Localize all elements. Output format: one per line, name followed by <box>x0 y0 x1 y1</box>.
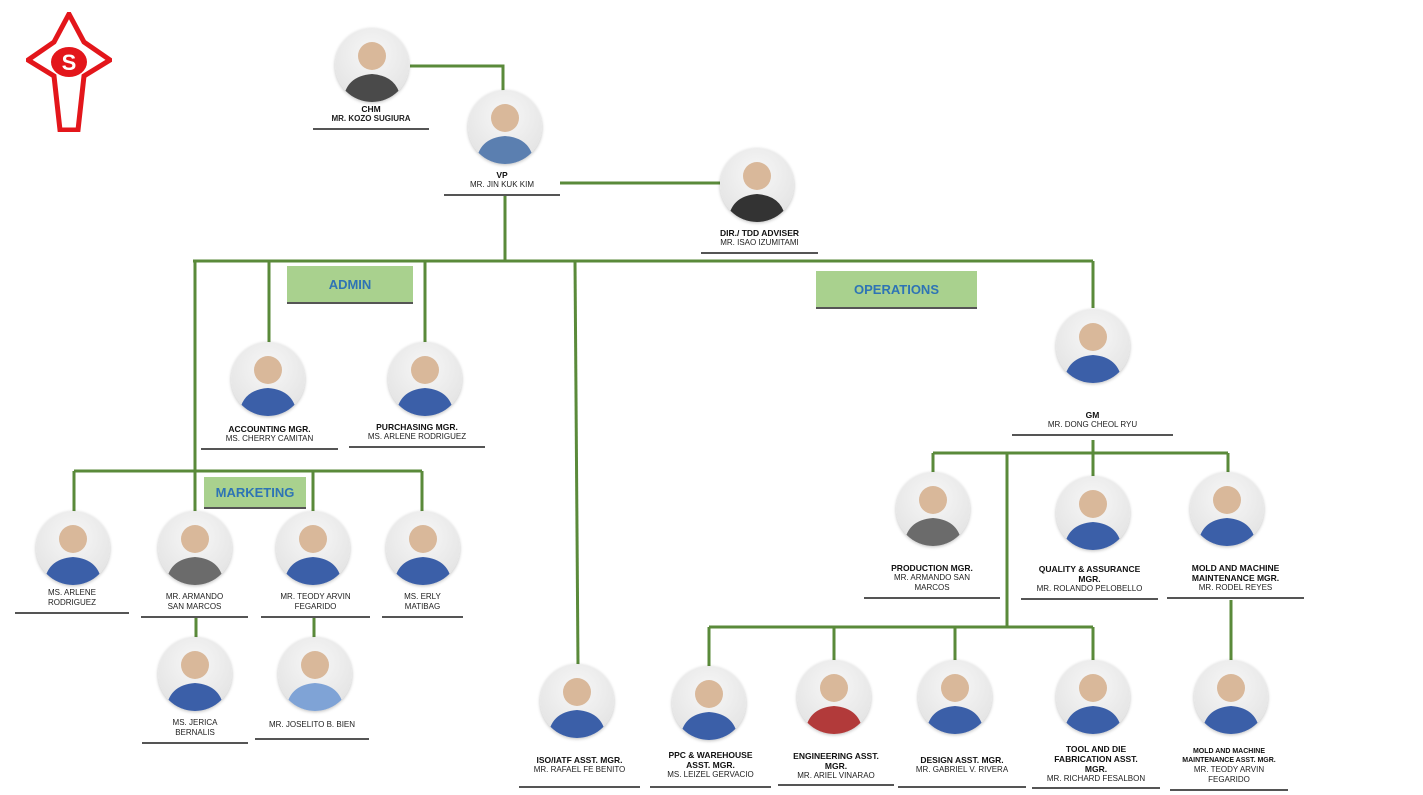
person-name: MR. ARMANDO SAN MARCOS <box>893 573 970 592</box>
purchasing-photo <box>388 342 462 416</box>
gm-caption: GM MR. DONG CHEOL RYU <box>1012 410 1173 436</box>
design-photo <box>918 660 992 734</box>
gm-photo <box>1056 309 1130 383</box>
tooldie-caption: TOOL AND DIE FABRICATION ASST. MGR. MR. … <box>1032 744 1160 789</box>
position-title: ISO/IATF ASST. MGR. <box>536 755 623 765</box>
engineering-photo <box>797 660 871 734</box>
person-name: MR. RODEL REYES <box>1198 583 1273 592</box>
accounting-photo <box>231 342 305 416</box>
mold-photo <box>1190 472 1264 546</box>
chm-caption: CHM MR. KOZO SUGIURA <box>313 104 429 130</box>
mkt6-photo <box>278 637 352 711</box>
iso-photo <box>540 664 614 738</box>
person-name: MR. KOZO SUGIURA <box>331 114 411 123</box>
design-caption: DESIGN ASST. MGR. MR. GABRIEL V. RIVERA <box>898 755 1026 788</box>
person-name: MS. LEIZEL GERVACIO <box>667 770 754 779</box>
moldasst-photo <box>1194 660 1268 734</box>
production-photo <box>896 472 970 546</box>
adviser-photo <box>720 148 794 222</box>
vp-photo <box>468 90 542 164</box>
person-name: MR. TEODY ARVIN FEGARIDO <box>1193 765 1265 784</box>
iso-caption: ISO/IATF ASST. MGR. MR. RAFAEL FE BENITO <box>519 755 640 788</box>
vp-caption: VP MR. JIN KUK KIM <box>444 170 560 196</box>
mkt6-caption: MR. JOSELITO B. BIEN <box>255 720 369 740</box>
position-title: PRODUCTION MGR. <box>891 563 973 573</box>
position-title: ACCOUNTING MGR. <box>228 424 311 434</box>
person-name: MS. ERLY MATIBAG <box>404 592 441 611</box>
position-title: MOLD AND MACHINE MAINTENANCE MGR. <box>1191 563 1280 583</box>
mkt4-caption: MS. ERLY MATIBAG <box>382 592 463 618</box>
ppc-photo <box>672 666 746 740</box>
dept-operations-label: OPERATIONS <box>816 271 977 309</box>
mold-caption: MOLD AND MACHINE MAINTENANCE MGR. MR. RO… <box>1167 563 1304 599</box>
accounting-caption: ACCOUNTING MGR. MS. CHERRY CAMITAN <box>201 424 338 450</box>
position-title: TOOL AND DIE FABRICATION ASST. MGR. <box>1054 744 1138 774</box>
production-caption: PRODUCTION MGR. MR. ARMANDO SAN MARCOS <box>864 563 1000 599</box>
logo-letter: S <box>62 50 77 75</box>
person-name: MR. GABRIEL V. RIVERA <box>915 765 1009 774</box>
person-name: MR. JIN KUK KIM <box>469 180 534 189</box>
ppc-caption: PPC & WAREHOUSE ASST. MGR. MS. LEIZEL GE… <box>650 750 771 788</box>
position-title: CHM <box>361 104 381 114</box>
position-title: VP <box>496 170 508 180</box>
person-name: MR. TEODY ARVIN FEGARIDO <box>280 592 351 611</box>
mkt5-caption: MS. JERICA BERNALIS <box>142 718 248 744</box>
person-name: MS. ARLENE RODRIGUEZ <box>367 432 467 441</box>
adviser-caption: DIR./ TDD ADVISER MR. ISAO IZUMITAMI <box>701 228 818 254</box>
position-title: MOLD AND MACHINE MAINTENANCE ASST. MGR. <box>1182 748 1276 764</box>
person-name: MR. JOSELITO B. BIEN <box>268 720 356 729</box>
mkt3-caption: MR. TEODY ARVIN FEGARIDO <box>261 592 370 618</box>
person-name: MR. ROLANDO PELOBELLO <box>1036 584 1143 593</box>
person-name: MR. ARMANDO SAN MARCOS <box>165 592 224 611</box>
company-logo: S <box>26 12 112 132</box>
position-title: DESIGN ASST. MGR. <box>920 755 1004 765</box>
mkt2-caption: MR. ARMANDO SAN MARCOS <box>141 592 248 618</box>
mkt3-photo <box>276 511 350 585</box>
person-name: MS. CHERRY CAMITAN <box>225 434 314 443</box>
tooldie-photo <box>1056 660 1130 734</box>
person-name: MS. ARLENE RODRIGUEZ <box>47 588 96 607</box>
moldasst-caption: MOLD AND MACHINE MAINTENANCE ASST. MGR. … <box>1170 747 1288 791</box>
position-title: PURCHASING MGR. <box>376 422 458 432</box>
person-name: MR. RAFAEL FE BENITO <box>533 765 626 774</box>
person-name: MR. RICHARD FESALBON <box>1046 774 1146 783</box>
engineering-caption: ENGINEERING ASST. MGR. MR. ARIEL VINARAO <box>778 751 894 786</box>
dept-marketing-label: MARKETING <box>204 477 306 509</box>
mkt1-photo <box>36 511 110 585</box>
chm-photo <box>335 28 409 102</box>
mkt5-photo <box>158 637 232 711</box>
position-title: DIR./ TDD ADVISER <box>719 228 800 238</box>
person-name: MR. ARIEL VINARAO <box>797 771 875 780</box>
position-title: QUALITY & ASSURANCE MGR. <box>1038 564 1141 584</box>
person-name: MS. JERICA BERNALIS <box>172 718 218 737</box>
quality-photo <box>1056 476 1130 550</box>
mkt4-photo <box>386 511 460 585</box>
dept-admin-label: ADMIN <box>287 266 413 304</box>
position-title: GM <box>1085 410 1100 420</box>
position-title: ENGINEERING ASST. MGR. <box>793 751 879 771</box>
mkt1-caption: MS. ARLENE RODRIGUEZ <box>15 588 129 614</box>
person-name: MR. DONG CHEOL RYU <box>1047 420 1138 429</box>
mkt2-photo <box>158 511 232 585</box>
person-name: MR. ISAO IZUMITAMI <box>720 238 799 247</box>
position-title: PPC & WAREHOUSE ASST. MGR. <box>668 750 753 770</box>
purchasing-caption: PURCHASING MGR. MS. ARLENE RODRIGUEZ <box>349 422 485 448</box>
quality-caption: QUALITY & ASSURANCE MGR. MR. ROLANDO PEL… <box>1021 564 1158 600</box>
